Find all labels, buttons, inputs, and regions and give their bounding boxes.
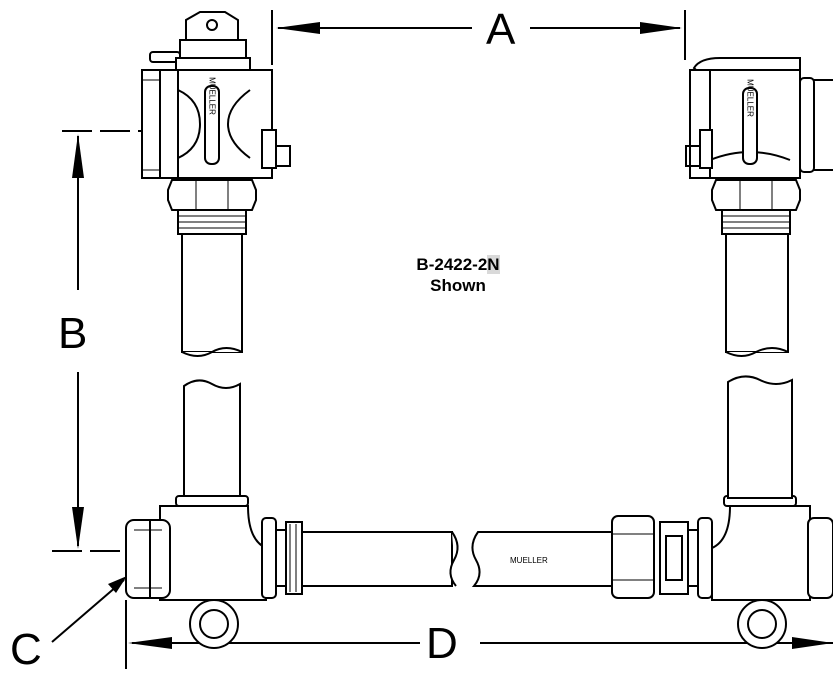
model-number: B-2422-2N: [388, 254, 528, 275]
right-service-line: MUELLER: [471, 375, 833, 649]
model-number-suffix: N: [487, 255, 500, 274]
dimension-b: [52, 130, 160, 552]
model-shown-label: Shown: [430, 276, 486, 295]
left-elbow: [125, 379, 459, 649]
dimension-label-a: A: [486, 5, 516, 54]
model-number-prefix: B-2422-2: [416, 255, 488, 274]
right-curb-valve: MUELLER: [685, 57, 833, 357]
dimension-label-d: D: [426, 619, 458, 668]
model-callout: B-2422-2N Shown: [388, 254, 528, 296]
dimension-label-c: C: [10, 625, 42, 674]
valve-stamp-left: MUELLER: [208, 77, 217, 115]
dimension-label-b: B: [58, 309, 88, 358]
leader-c: [51, 576, 127, 643]
left-curb-valve: MUELLER: [141, 11, 291, 357]
dimension-a: [271, 10, 686, 65]
pipe-stamp: MUELLER: [510, 556, 548, 565]
valve-stamp-right: MUELLER: [746, 79, 755, 117]
